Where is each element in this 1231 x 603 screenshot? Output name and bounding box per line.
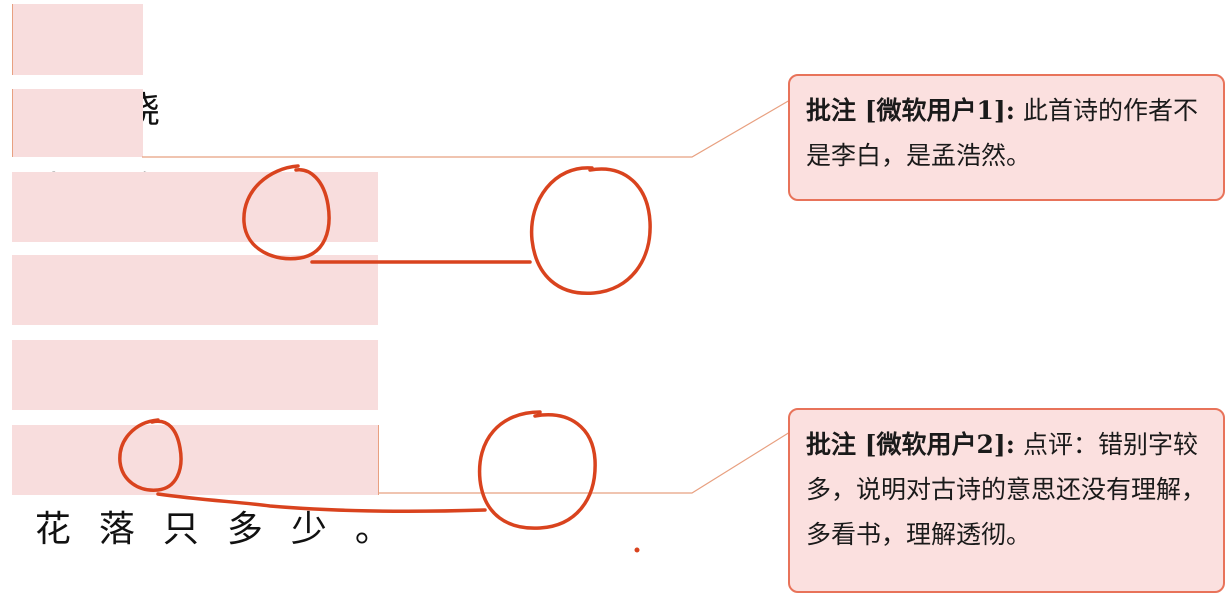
poem-char: 少 [290, 509, 327, 550]
comment-text: 点评：错别字较多，说明对古诗的意思还没有理解，多看书，理解透彻。 [806, 430, 1207, 549]
comment-balloon-2[interactable]: 批注 [微软用户2]: 点评：错别字较多，说明对古诗的意思还没有理解，多看书，理… [788, 408, 1225, 593]
comment-balloon-1[interactable]: 批注 [微软用户1]: 此首诗的作者不是李白，是孟浩然。 [788, 74, 1225, 201]
poem-char: 花 [34, 509, 71, 550]
comment-connector-2 [378, 431, 791, 494]
poem-char: 落 [98, 509, 135, 550]
comment-label: 批注 [微软用户2]: [806, 430, 1015, 459]
poem-line-2: 处处闻啼鸟。 [12, 255, 391, 380]
comment-label: 批注 [微软用户1]: [806, 96, 1015, 125]
poem-char: 只 [162, 509, 199, 550]
poem-line-1: 春眠不觉小， [12, 172, 391, 297]
poem-title: 春晓 [12, 4, 160, 131]
comment-connector-1 [142, 99, 791, 158]
pen-circle-large-2 [477, 410, 597, 530]
comment-text: 此首诗的作者不是李白，是孟浩然。 [806, 96, 1198, 170]
poem-line-3: 夜来风雨声， [12, 340, 391, 465]
poem-char: 多 [226, 509, 263, 550]
poem-author: 李白 [12, 89, 164, 211]
poem-punctuation: 。 [354, 509, 391, 550]
pen-dot [634, 547, 640, 553]
poem-line-4: 花落只多少。 [12, 425, 391, 550]
pen-circle-large-1 [529, 166, 652, 295]
